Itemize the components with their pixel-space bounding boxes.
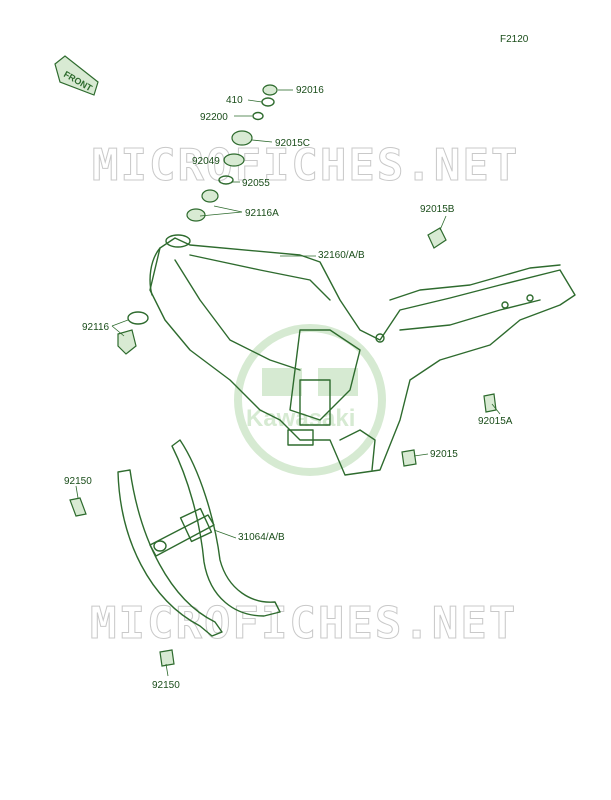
label-92200: 92200 [200, 112, 228, 123]
diagram-code: F2120 [500, 34, 529, 45]
label-92055: 92055 [242, 178, 270, 189]
label-92150-bottom: 92150 [152, 680, 180, 691]
bearing-92116 [117, 311, 149, 355]
bolt-92150-top [69, 497, 87, 517]
label-410: 410 [226, 95, 243, 106]
kawasaki-logo: Kawasaki [234, 324, 386, 476]
logo-text: Kawasaki [246, 405, 355, 432]
label-92116: 92116 [82, 322, 110, 333]
label-92015b: 92015B [420, 204, 455, 215]
label-92016: 92016 [296, 85, 324, 96]
main-frame [149, 234, 576, 476]
label-92015: 92015 [430, 449, 458, 460]
part-labels: 92016 410 92200 92015C 92049 92055 92116… [64, 85, 513, 691]
label-92150-top: 92150 [64, 476, 92, 487]
watermark-bottom: MICROFICHES.NET [90, 598, 517, 649]
label-31064: 31064/A/B [238, 532, 285, 543]
label-32160: 32160/A/B [318, 250, 365, 261]
bolt-92150-bottom [159, 649, 175, 667]
sub-frame [117, 439, 281, 637]
cap-92015a [483, 393, 497, 413]
leader-lines [75, 89, 501, 677]
label-92015a: 92015A [478, 416, 513, 427]
watermark-top: MICROFICHES.NET [92, 140, 519, 191]
steering-stem-parts [186, 84, 278, 222]
label-92116a: 92116A [245, 208, 279, 219]
front-arrow-icon: FRONT [54, 55, 99, 96]
label-92049: 92049 [192, 156, 220, 167]
label-92015c: 92015C [275, 138, 310, 149]
cap-92015b [427, 227, 447, 249]
cap-92015 [401, 449, 417, 467]
